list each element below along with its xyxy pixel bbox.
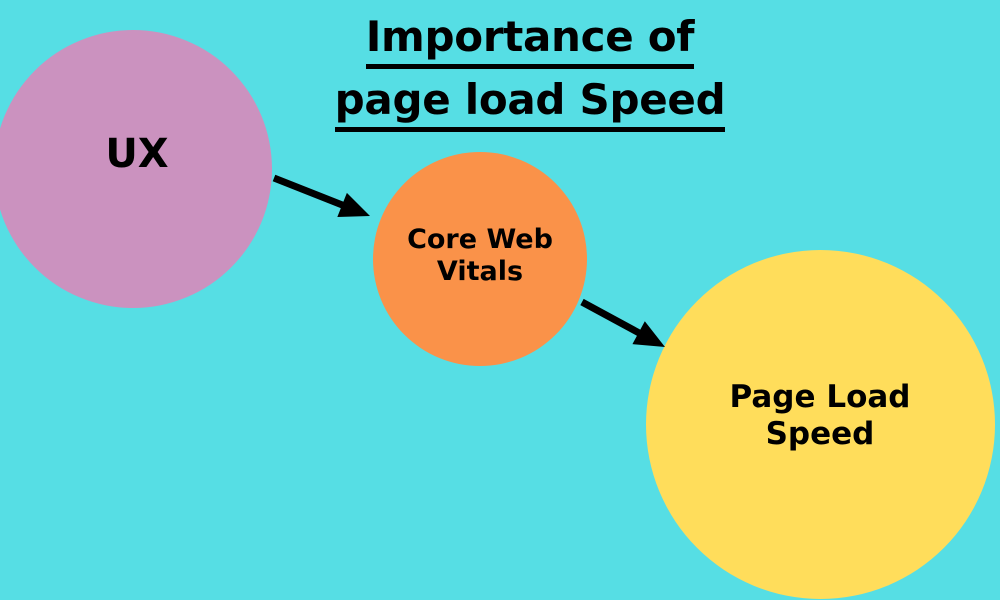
arrow-ux-to-core-web-vitals-icon bbox=[272, 174, 370, 218]
page-title-line-1: Importance of bbox=[280, 6, 780, 69]
arrow-core-web-vitals-to-page-load-speed-icon bbox=[580, 298, 665, 347]
node-core-web-vitals-label-line-2: Vitals bbox=[436, 256, 524, 287]
page-title-line-2: page load Speed bbox=[280, 69, 780, 132]
node-core-web-vitals-label-line-1: Core Web bbox=[407, 224, 553, 256]
node-page-load-speed-label-line-2: Speed bbox=[765, 416, 875, 452]
node-ux: UX bbox=[0, 30, 272, 308]
page-title: Importance of page load Speed bbox=[280, 6, 780, 132]
node-page-load-speed-label-line-1: Page Load bbox=[729, 379, 911, 416]
node-ux-label: UX bbox=[105, 131, 169, 178]
